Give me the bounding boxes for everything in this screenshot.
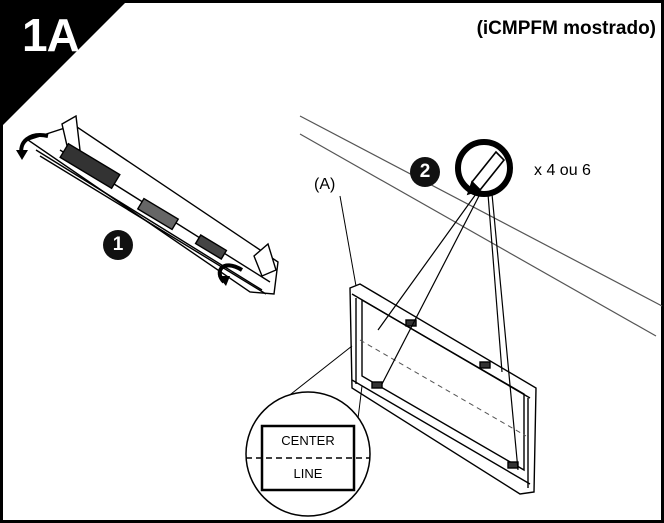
quantity-label: x 4 ou 6	[534, 162, 591, 179]
wall-lines	[299, 115, 663, 337]
center-label: CENTER	[281, 433, 335, 448]
step-corner-triangle	[0, 0, 128, 128]
step-label: 1A	[22, 9, 80, 61]
rotate-arrow-icon	[16, 133, 244, 286]
step-2-badge: 2	[410, 157, 440, 187]
line-label: LINE	[293, 466, 323, 481]
callout-a-leader	[339, 195, 357, 287]
wall-plate	[349, 283, 537, 495]
step-1-badge: 1	[103, 230, 133, 260]
pencil-icon	[466, 150, 506, 196]
marker-leader-lines	[377, 193, 519, 471]
callout-a-label: (A)	[314, 176, 336, 193]
mounting-rail	[26, 114, 279, 295]
model-caption: (iCMPFM mostrado)	[476, 18, 656, 39]
center-dashed-line	[359, 339, 527, 437]
